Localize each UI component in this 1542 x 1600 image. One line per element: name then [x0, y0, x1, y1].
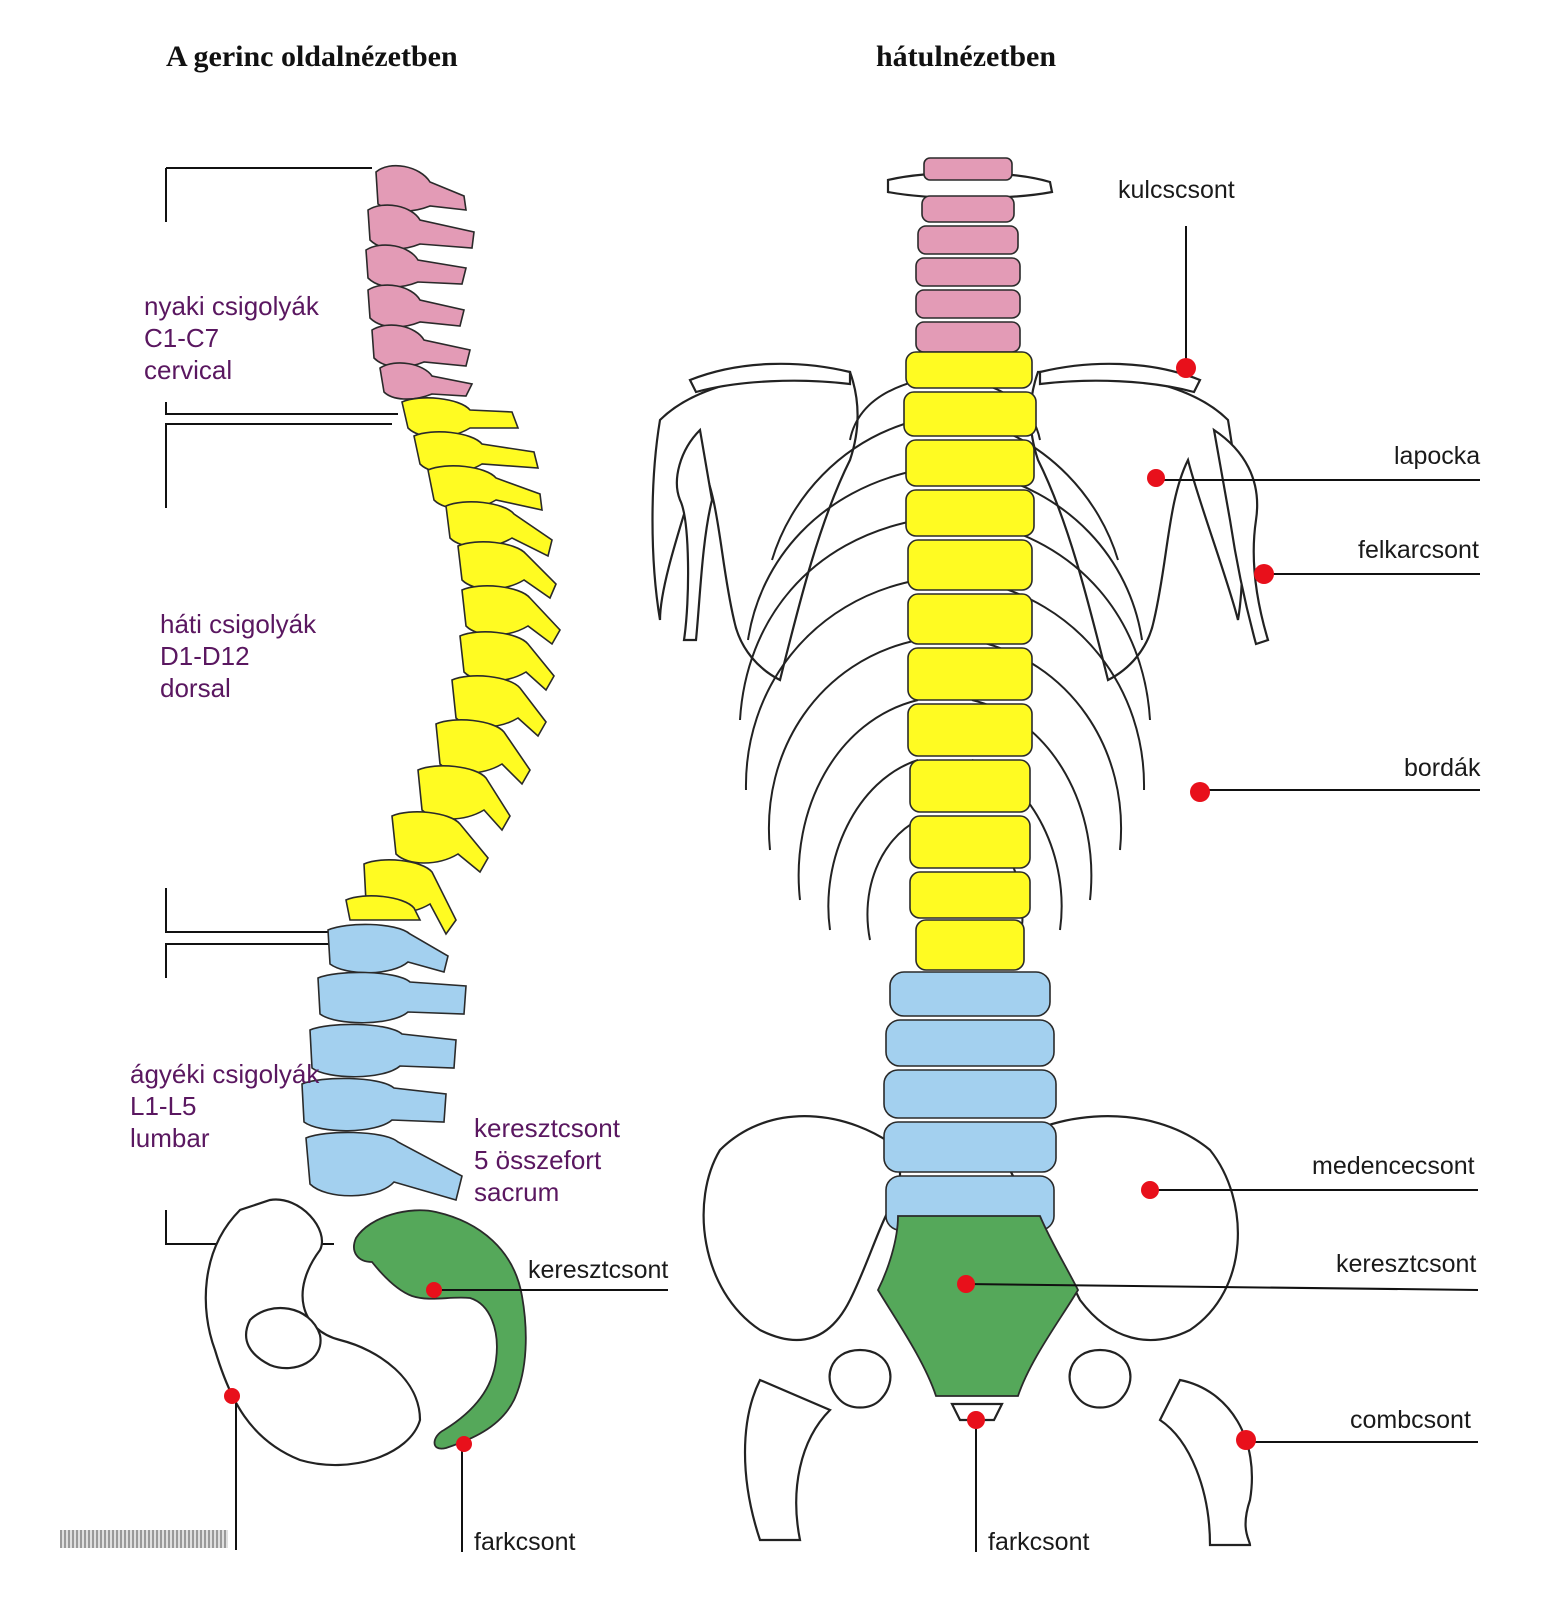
- left-humerus: [675, 427, 714, 642]
- lumbar-label-line2: L1-L5: [130, 1091, 197, 1121]
- left-clavicle: [688, 362, 852, 394]
- lumbar-vertebrae-posterior: [883, 971, 1057, 1231]
- medencecsont-faded-label: medencecsont: [60, 1530, 228, 1548]
- sacrum-label-line3: sacrum: [474, 1177, 560, 1207]
- medencecsont-marker: [1141, 1181, 1159, 1199]
- dorsal-bracket-top: [165, 423, 392, 508]
- lumbar-label-line1: ágyéki csigolyák: [130, 1059, 320, 1089]
- cervical-vertebrae-posterior: [915, 157, 1021, 353]
- farkcsont-marker-left: [456, 1436, 472, 1452]
- sacrum-label: keresztcsont 5 összefort sacrum: [474, 1112, 620, 1208]
- farkcsont-label-right: farkcsont: [988, 1528, 1090, 1556]
- felkarcsont-marker: [1254, 564, 1274, 584]
- medencecsont-marker-left: [224, 1388, 240, 1404]
- lumbar-vertebrae-lateral: [301, 923, 467, 1201]
- right-femur-head: [1068, 1348, 1132, 1409]
- dorsal-label-line1: háti csigolyák: [160, 609, 317, 639]
- lapocka-label: lapocka: [1394, 442, 1481, 470]
- lateral-view: [165, 164, 668, 1552]
- combcsont-label: combcsont: [1350, 1406, 1471, 1434]
- cervical-bracket-bottom: [165, 402, 398, 415]
- sacrum-posterior: [876, 1215, 1080, 1397]
- farkcsont-marker-right: [967, 1411, 985, 1429]
- keresztcsont-marker-left: [426, 1282, 442, 1298]
- sacrum-label-line1: keresztcsont: [474, 1113, 620, 1143]
- cervical-vertebrae-lateral: [365, 164, 475, 400]
- medencecsont-label: medencecsont: [1312, 1152, 1475, 1180]
- right-view-title: hátulnézetben: [876, 40, 1056, 73]
- felkarcsont-label: felkarcsont: [1358, 536, 1479, 564]
- left-femur: [743, 1378, 832, 1542]
- left-scapula: [651, 370, 859, 682]
- sacrum-label-line2: 5 összefort: [474, 1145, 602, 1175]
- combcsont-marker: [1236, 1430, 1256, 1450]
- right-scapula: [1029, 370, 1244, 682]
- lapocka-marker: [1147, 469, 1165, 487]
- posterior-view: [651, 157, 1480, 1552]
- keresztcsont-label-right: keresztcsont: [1336, 1250, 1477, 1278]
- right-femur: [1158, 1378, 1253, 1547]
- lumbar-bracket-top: [165, 943, 332, 978]
- hip-socket-lateral: [244, 1306, 322, 1370]
- dorsal-vertebrae-posterior: [903, 351, 1037, 971]
- farkcsont-label-left: farkcsont: [474, 1528, 576, 1556]
- lumbar-label: ágyéki csigolyák L1-L5 lumbar: [130, 1058, 319, 1154]
- keresztcsont-marker-right: [957, 1275, 975, 1293]
- left-view-title: A gerinc oldalnézetben: [166, 40, 458, 73]
- dorsal-label: háti csigolyák D1-D12 dorsal: [160, 608, 316, 704]
- keresztcsont-leader-right: [965, 1283, 1479, 1291]
- left-femur-head: [828, 1348, 892, 1409]
- keresztcsont-label-left: keresztcsont: [528, 1256, 669, 1284]
- bordak-label: bordák: [1404, 754, 1481, 782]
- cervical-label-line3: cervical: [144, 355, 233, 385]
- cervical-label: nyaki csigolyák C1-C7 cervical: [144, 290, 319, 386]
- right-humerus: [1212, 427, 1270, 646]
- kulcscsont-marker: [1176, 358, 1196, 378]
- left-ilium: [702, 1115, 902, 1342]
- cervical-label-line2: C1-C7: [144, 323, 220, 353]
- kulcscsont-label: kulcscsont: [1118, 176, 1235, 204]
- dorsal-label-line3: dorsal: [160, 673, 231, 703]
- lumbar-label-line3: lumbar: [130, 1123, 210, 1153]
- sacrum-lateral: [353, 1209, 527, 1450]
- dorsal-bracket-bottom: [165, 888, 332, 933]
- dorsal-vertebrae-lateral: [345, 397, 561, 936]
- cervical-label-line1: nyaki csigolyák: [144, 291, 319, 321]
- right-clavicle: [1038, 362, 1202, 394]
- cervical-bracket-top: [165, 167, 372, 222]
- bordak-marker: [1190, 782, 1210, 802]
- dorsal-label-line2: D1-D12: [160, 641, 250, 671]
